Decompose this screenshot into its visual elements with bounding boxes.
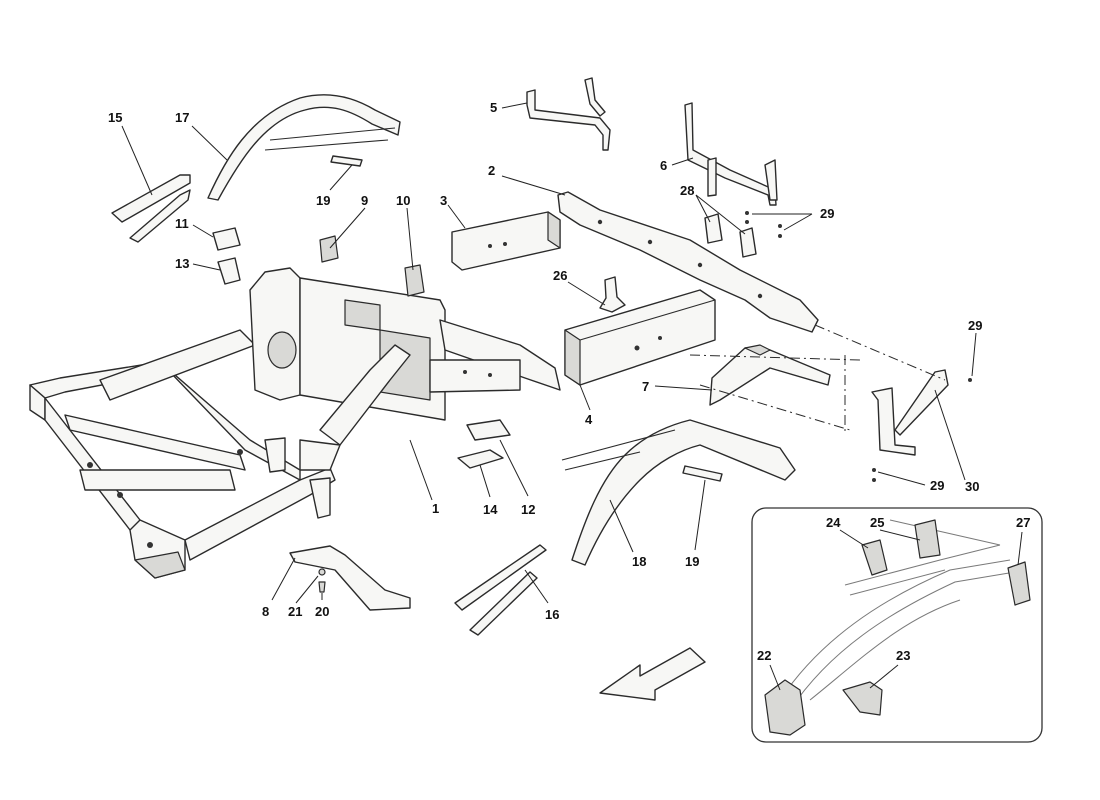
callout-labels: 1 2 3 4 5 6 7 8 9 10 11 12 13 14 15 16 1… (108, 100, 1030, 663)
callout-5: 5 (490, 100, 497, 115)
part-20-bolt[interactable] (318, 581, 326, 593)
part-24-bracket[interactable] (861, 539, 888, 576)
part-12-plate[interactable] (466, 419, 511, 441)
leader-lines (121, 102, 1023, 691)
part-30-bracket[interactable] (871, 369, 949, 456)
part-13-clip[interactable] (217, 257, 241, 285)
part-8-rail-bracket[interactable] (289, 545, 411, 611)
callout-29-right: 29 (968, 318, 982, 333)
part-15-rail[interactable] (111, 174, 191, 243)
part-19-strip-a[interactable] (330, 155, 363, 167)
main-chassis-frame[interactable] (29, 267, 561, 579)
callout-12: 12 (521, 502, 535, 517)
callout-23: 23 (896, 648, 910, 663)
callout-9: 9 (361, 193, 368, 208)
part-21-nut[interactable] (318, 568, 326, 576)
callout-26: 26 (553, 268, 567, 283)
callout-14: 14 (483, 502, 498, 517)
callout-11: 11 (175, 216, 189, 231)
part-22-bracket[interactable] (764, 679, 806, 736)
part-27-bracket[interactable] (1007, 561, 1031, 606)
callout-30: 30 (965, 479, 979, 494)
part-2-rear-rail[interactable] (557, 191, 819, 333)
callout-19-upper: 19 (316, 193, 330, 208)
inset-detail-box (751, 507, 1043, 743)
callout-29-upper: 29 (820, 206, 834, 221)
part-26-mount[interactable] (599, 276, 626, 313)
callout-16: 16 (545, 607, 559, 622)
part-10-bracket[interactable] (404, 264, 425, 297)
front-direction-arrow-icon (599, 647, 706, 701)
part-3-box-panel[interactable] (451, 211, 561, 271)
part-29-fasteners[interactable] (745, 211, 972, 482)
callout-27: 27 (1016, 515, 1030, 530)
part-16-rail[interactable] (454, 544, 547, 636)
callout-7: 7 (642, 379, 649, 394)
part-9-bracket[interactable] (319, 235, 339, 263)
callout-3: 3 (440, 193, 447, 208)
callout-28: 28 (680, 183, 694, 198)
callout-17: 17 (175, 110, 189, 125)
part-25-bracket[interactable] (914, 519, 941, 559)
callout-4: 4 (585, 412, 593, 427)
part-23-bracket[interactable] (842, 681, 883, 716)
callout-20: 20 (315, 604, 329, 619)
part-14-plate[interactable] (457, 449, 504, 469)
part-11-clip[interactable] (212, 227, 241, 251)
callout-24: 24 (826, 515, 841, 530)
callout-6: 6 (660, 158, 667, 173)
part-7-bracket[interactable] (709, 344, 831, 406)
part-6-bracket[interactable] (684, 102, 778, 206)
callout-8: 8 (262, 604, 269, 619)
alignment-lines (689, 324, 946, 435)
callout-29-lower: 29 (930, 478, 944, 493)
callout-10: 10 (396, 193, 410, 208)
callout-18: 18 (632, 554, 646, 569)
callout-13: 13 (175, 256, 189, 271)
callout-19-lower: 19 (685, 554, 699, 569)
callout-2: 2 (488, 163, 495, 178)
callout-21: 21 (288, 604, 302, 619)
callout-22: 22 (757, 648, 771, 663)
part-17-arch[interactable] (207, 94, 401, 201)
part-4-box-section[interactable] (564, 289, 716, 386)
part-28-blocks[interactable] (704, 213, 757, 258)
callout-25: 25 (870, 515, 884, 530)
part-19-strip-b[interactable] (682, 465, 723, 482)
callout-1: 1 (432, 501, 439, 516)
callout-15: 15 (108, 110, 122, 125)
part-5-bracket[interactable] (526, 77, 611, 151)
